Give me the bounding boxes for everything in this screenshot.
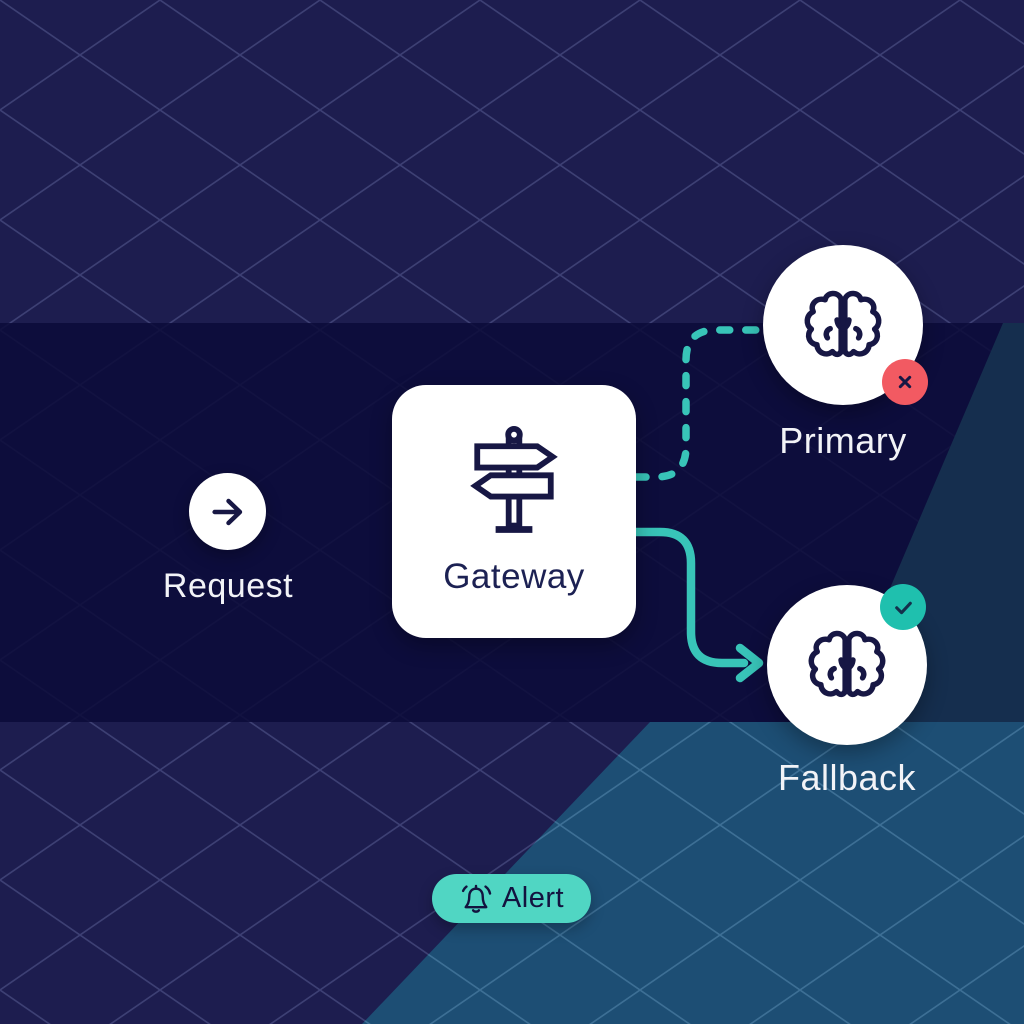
fallback-node[interactable]: [767, 584, 927, 745]
gateway-label: Gateway: [443, 557, 585, 596]
fallback-label: Fallback: [777, 757, 917, 798]
signpost-icon: [470, 425, 558, 533]
steel-panel-grid: [362, 722, 1024, 1024]
x-mark-icon: [898, 375, 912, 389]
bell-icon: [461, 884, 492, 913]
brain-icon: [804, 290, 882, 358]
connector-gateway-fallback-solid: [631, 527, 749, 668]
connector-gateway-primary-dashed: [632, 326, 764, 481]
request-node[interactable]: [189, 473, 266, 550]
fallback-status-badge: [880, 584, 926, 630]
alert-button[interactable]: Alert: [432, 874, 591, 923]
request-label: Request: [162, 567, 294, 605]
gateway-node[interactable]: Gateway: [392, 385, 636, 638]
arrow-right-icon: [211, 498, 242, 525]
check-mark-icon: [894, 601, 912, 614]
primary-label: Primary: [779, 420, 907, 461]
connector-arrowhead: [735, 643, 764, 683]
brain-icon: [808, 630, 886, 698]
primary-status-badge: [882, 359, 928, 405]
alert-label: Alert: [501, 882, 565, 914]
primary-node[interactable]: [763, 245, 928, 405]
